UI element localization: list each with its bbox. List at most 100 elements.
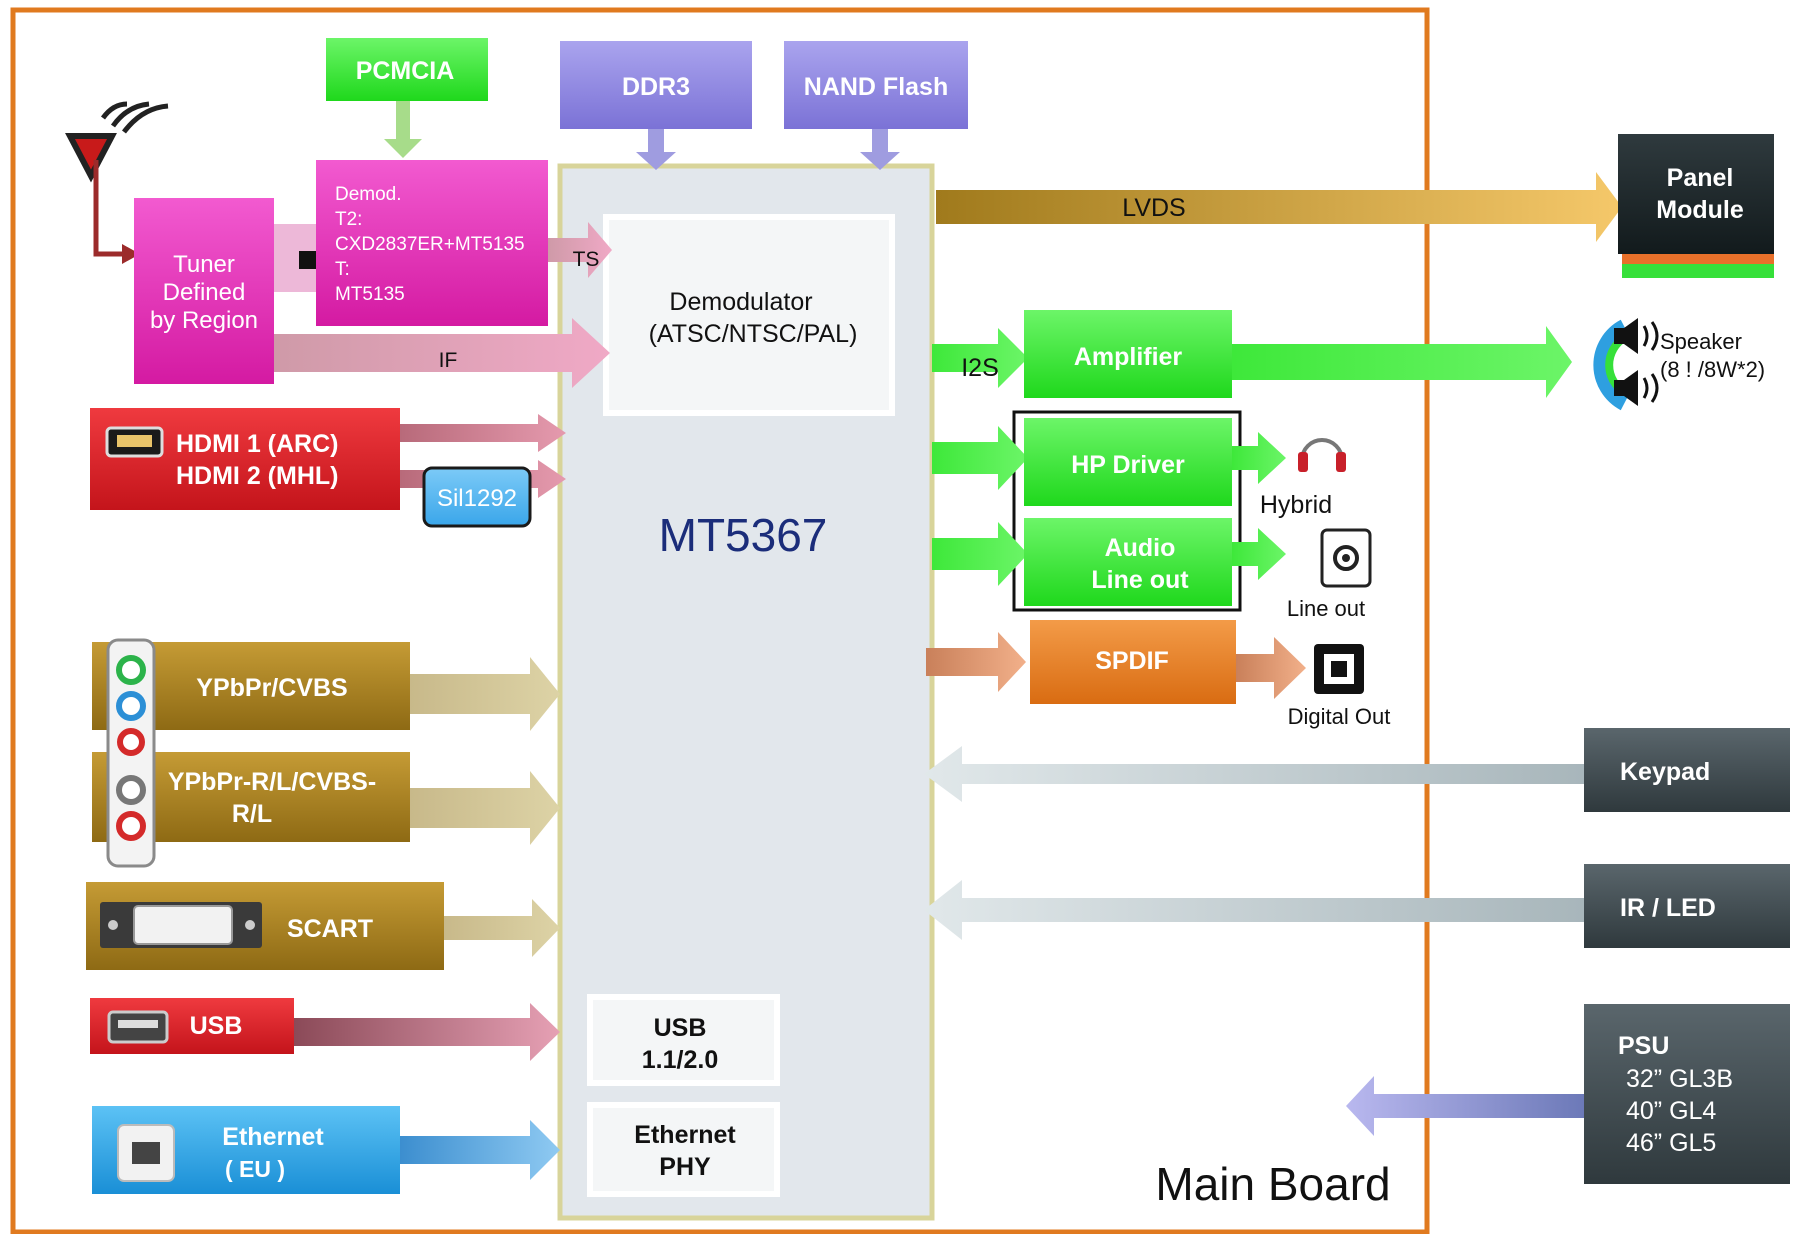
demodulator-standards: (ATSC/NTSC/PAL): [649, 320, 858, 348]
sil1292-label: Sil1292: [437, 485, 517, 512]
scart-label: SCART: [287, 915, 373, 943]
audio-line-out-label-line1: Audio: [1105, 534, 1176, 562]
i2s-label: I2S: [961, 354, 999, 382]
soc-usb-block: [587, 994, 780, 1086]
line-out-input-arrow: [932, 522, 1028, 586]
ethernet-label-line1: Ethernet: [222, 1123, 324, 1151]
usb-label: USB: [190, 1012, 243, 1040]
ethernet-label-line2: ( EU ): [225, 1156, 285, 1182]
ddr3-label: DDR3: [622, 73, 690, 101]
nand-flash-arrow: [860, 129, 900, 170]
psu-row-32: 32” GL3B: [1626, 1065, 1733, 1093]
speaker-icon: [1593, 318, 1659, 411]
psu-row-46: 46” GL5: [1626, 1129, 1716, 1157]
line-out-jack-icon: [1320, 528, 1372, 588]
hdmi-port-icon: [105, 426, 164, 458]
ypbpr-rl-label-line2: R/L: [232, 800, 272, 828]
spdif-label: SPDIF: [1095, 647, 1169, 675]
main-board-frame: [10, 7, 1430, 1234]
tuner-label-line3: by Region: [150, 307, 258, 334]
hp-driver-block: [1024, 418, 1232, 506]
pcmcia-arrow: [384, 101, 422, 158]
if-label: IF: [439, 349, 458, 372]
panel-module-label-line1: Panel: [1667, 164, 1734, 192]
speaker-arrow: [1232, 326, 1572, 398]
hdmi-label-line2: HDMI 2 (MHL): [176, 462, 338, 490]
audio-output-group-frame: [1012, 410, 1242, 612]
nand-flash-label: NAND Flash: [804, 73, 948, 101]
line-out-port-label: Line out: [1287, 596, 1365, 621]
demod-chip-line5: MT5135: [335, 284, 405, 305]
demod-chip-line2: T2:: [335, 209, 362, 230]
speaker-label-line1: Speaker: [1660, 329, 1742, 354]
tuner-block: [134, 198, 274, 384]
panel-module-block: [1618, 134, 1774, 278]
usb-arrow: [294, 1003, 560, 1061]
if-arrow: [274, 318, 610, 388]
speaker-label-line2: (8 ! /8W*2): [1660, 357, 1765, 382]
keypad-label: Keypad: [1620, 758, 1710, 786]
line-out-output-arrow: [1232, 528, 1286, 580]
audio-line-out-block: [1024, 518, 1232, 606]
digital-out-port-icon: [1314, 644, 1364, 694]
demodulator-label: Demodulator: [669, 288, 812, 316]
soc-ethernet-phy: PHY: [659, 1153, 711, 1181]
usb-port-icon: [107, 1010, 169, 1044]
soc-name: MT5367: [659, 509, 828, 561]
tuner-demod-link-marker: [299, 251, 317, 269]
soc-ethernet-label: Ethernet: [634, 1121, 736, 1149]
ypbpr-rl-label-line1: YPbPr-R/L/CVBS-: [168, 768, 376, 796]
ypbpr-rl-arrow: [410, 771, 560, 845]
ypbpr-cvbs-arrow: [410, 657, 560, 731]
keypad-arrow: [924, 746, 1584, 802]
psu-row-40: 40” GL4: [1626, 1097, 1716, 1125]
hdmi1-arrow: [400, 414, 566, 452]
demod-chip-line3: CXD2837ER+MT5135: [335, 234, 525, 255]
spdif-input-arrow: [926, 632, 1026, 692]
panel-module-label-line2: Module: [1656, 196, 1744, 224]
main-board-label: Main Board: [1155, 1158, 1390, 1210]
ts-label: TS: [573, 248, 600, 271]
ir-led-block: [1584, 864, 1790, 948]
pcmcia-label: PCMCIA: [356, 57, 455, 85]
demod-chip-line1: Demod.: [335, 184, 402, 205]
ts-arrow: [548, 222, 612, 278]
psu-block: [1584, 1004, 1790, 1184]
keypad-block: [1584, 728, 1790, 812]
demod-chip-line4: T:: [335, 259, 350, 280]
soc-ethernet-block: [587, 1102, 780, 1197]
demod-chip-block: [316, 160, 548, 326]
sil1292-block: [422, 466, 532, 528]
spdif-block: [1030, 620, 1236, 704]
amplifier-block: [1024, 310, 1232, 398]
psu-title: PSU: [1618, 1032, 1669, 1060]
soc-usb-version: 1.1/2.0: [642, 1046, 718, 1074]
tuner-label-line1: Tuner: [173, 251, 235, 278]
rca-jack-panel-icon: [106, 638, 156, 868]
spdif-output-arrow: [1236, 637, 1306, 699]
ddr3-block: [560, 41, 752, 129]
hybrid-label: Hybrid: [1260, 491, 1332, 519]
scart-connector-icon: [100, 902, 262, 948]
scart-arrow: [444, 899, 560, 957]
demodulator-block: [603, 214, 895, 416]
ethernet-arrow: [400, 1120, 560, 1180]
amplifier-label: Amplifier: [1074, 343, 1183, 371]
hdmi-block: [90, 408, 400, 510]
hp-driver-label: HP Driver: [1071, 451, 1185, 479]
antenna-icon: [65, 101, 169, 264]
soc-usb-label: USB: [654, 1014, 707, 1042]
ir-led-label: IR / LED: [1620, 894, 1716, 922]
digital-out-label: Digital Out: [1288, 704, 1391, 729]
ir-led-arrow: [924, 880, 1584, 940]
lvds-label: LVDS: [1122, 194, 1185, 222]
lvds-arrow: [936, 172, 1622, 242]
ethernet-port-icon: [117, 1124, 175, 1182]
nand-flash-block: [784, 41, 968, 129]
psu-arrow: [1346, 1076, 1584, 1136]
hp-driver-output-arrow: [1232, 432, 1286, 484]
hp-driver-input-arrow: [932, 426, 1028, 490]
ypbpr-cvbs-label: YPbPr/CVBS: [196, 674, 347, 702]
